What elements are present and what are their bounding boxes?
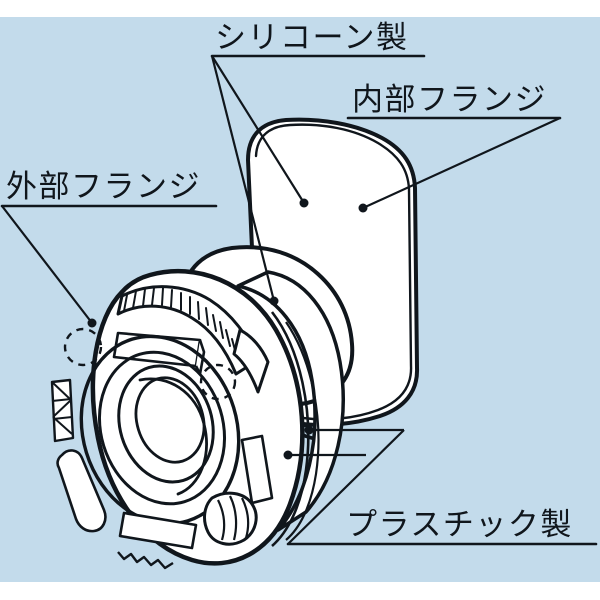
plastic-ring-lug-upper-right <box>232 328 270 394</box>
leader-dot-plastic-mid <box>283 450 293 460</box>
plastic-ring-dashed-marker-right <box>199 363 237 401</box>
leader-dot-silicone-b <box>269 296 279 306</box>
plastic-ring-pad-bottom <box>118 511 198 550</box>
leader-dot-plastic-top <box>304 425 314 435</box>
leader-plastic-diagonal <box>287 429 405 545</box>
leader-outer-flange <box>1 205 93 324</box>
label-silicone: シリコーン製 <box>215 20 408 56</box>
label-underlines-group <box>0 54 598 546</box>
label-outer-flange: 外部フランジ <box>6 169 201 205</box>
silicone-shield-inner-rim <box>254 123 413 421</box>
plastic-ring-bore-depth-arc <box>138 377 208 496</box>
plastic-flange-ring-part <box>50 268 345 570</box>
leader-silicone-b <box>210 55 276 302</box>
plastic-ring-dashed-marker-left <box>63 327 103 367</box>
plastic-ring-bore-mid <box>97 350 227 506</box>
plastic-ring-bottom-serration <box>117 551 174 570</box>
plastic-ring-knurl-teeth <box>123 287 243 364</box>
leader-inner-flange <box>362 116 561 210</box>
plastic-ring-bore-inner <box>117 364 215 484</box>
plastic-ring-rim-contour-b <box>285 321 320 541</box>
leader-silicone-a <box>211 55 305 204</box>
leader-dot-silicone-a <box>299 198 309 208</box>
label-plastic: プラスチック製 <box>346 507 573 543</box>
plastic-ring-rim-contour-a <box>270 311 310 547</box>
leader-dot-inner-flange <box>358 203 368 213</box>
plastic-ring-bore-outer <box>79 334 241 526</box>
label-inner-flange: 内部フランジ <box>352 82 547 118</box>
plastic-ring-thumb-tab <box>203 491 258 546</box>
leader-dot-outer-flange <box>87 318 97 328</box>
plastic-ring-slot-right <box>240 434 274 505</box>
plastic-ring-hatched-tab <box>50 378 75 443</box>
leader-lines-group <box>1 55 561 545</box>
plastic-ring-slot-left <box>56 449 107 533</box>
